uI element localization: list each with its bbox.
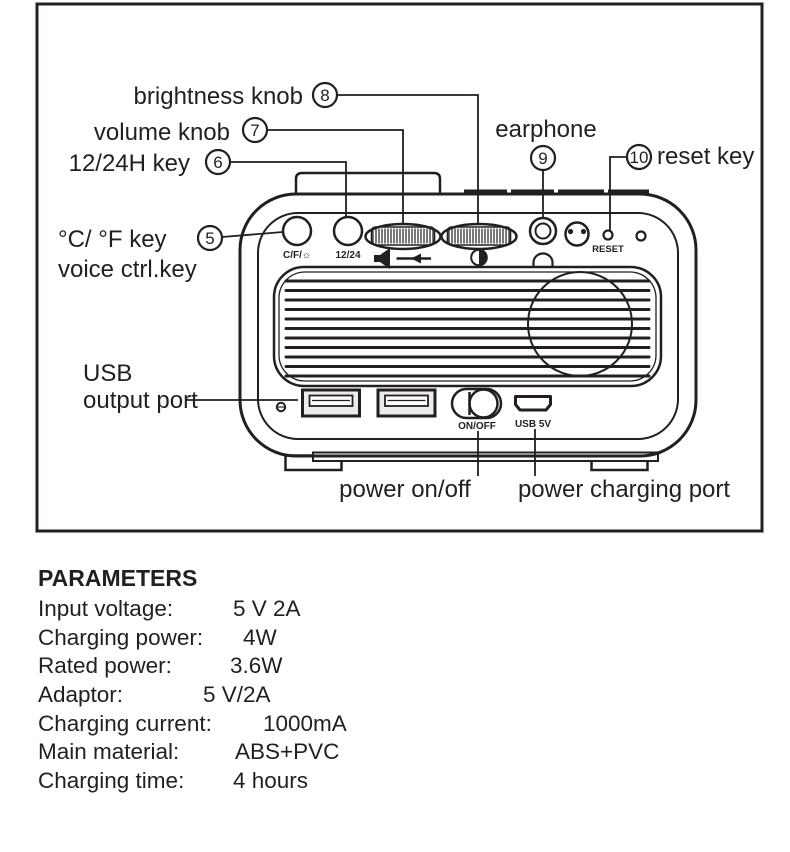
brightness-knob-wheel	[446, 226, 512, 246]
volume-knob-ribs	[372, 228, 434, 244]
param-label: Charging time:	[38, 768, 184, 793]
callout-5-number: 5	[205, 229, 214, 248]
param-label: Charging current:	[38, 711, 212, 736]
h1224-button-label: 12/24	[335, 250, 360, 261]
micro-usb-label: USB 5V	[515, 419, 551, 430]
headphone-icon	[532, 252, 554, 266]
param-value: 4 hours	[233, 768, 308, 793]
param-label: Rated power:	[38, 653, 172, 678]
device-top-protrusion	[294, 171, 442, 195]
cf-voice-button	[281, 215, 313, 247]
earphone-jack-inner	[534, 222, 552, 240]
callout-8: 8	[311, 81, 339, 109]
speaker-cone-circle	[527, 271, 633, 377]
earphone-jack	[528, 216, 558, 246]
callout-5: 5	[196, 224, 224, 252]
usb-port-2	[376, 388, 437, 418]
cf-button-label: C/F/☼	[283, 250, 311, 261]
brightness-knob-ribs	[448, 228, 510, 244]
diagram-frame	[35, 2, 764, 533]
callout-8-number: 8	[320, 86, 329, 105]
param-value: 4W	[243, 625, 278, 650]
param-value: ABS+PVC	[235, 739, 339, 764]
h1224-button	[332, 215, 364, 247]
mic-socket	[564, 221, 590, 247]
parameters-title: PARAMETERS	[38, 565, 197, 591]
callout-9-number: 9	[538, 149, 547, 168]
label-cf-key: °C/ °F key	[58, 226, 167, 253]
param-value: 1000mA	[263, 711, 347, 736]
param-value: 3.6W	[230, 653, 283, 678]
label-power-onoff: power on/off	[339, 476, 471, 503]
label-reset-key: reset key	[657, 143, 754, 170]
param-value: 5 V/2A	[203, 682, 271, 707]
label-power-charging-port: power charging port	[518, 476, 730, 503]
param-label: Main material:	[38, 739, 179, 764]
callout-6-number: 6	[213, 153, 222, 172]
param-label: Adaptor:	[38, 682, 123, 707]
screw-hole	[275, 401, 287, 413]
label-voice-ctrl-key: voice ctrl.key	[58, 256, 197, 283]
param-value: 5 V 2A	[233, 596, 301, 621]
power-switch	[450, 387, 503, 420]
callout-7: 7	[241, 116, 269, 144]
device-front-panel	[257, 212, 679, 440]
parameters-list: Input voltage: 5 V 2A Charging power: 4W…	[38, 596, 347, 793]
speaker-slats	[284, 279, 651, 378]
usb-port-1	[301, 388, 361, 418]
callout-10-number: 10	[630, 148, 649, 167]
speaker-grille	[272, 265, 663, 388]
callout-7-number: 7	[250, 121, 259, 140]
label-brightness-knob: brightness knob	[134, 83, 303, 110]
volume-icon	[374, 248, 431, 269]
reset-hole-label: RESET	[592, 244, 624, 255]
callout-lines	[186, 94, 627, 476]
callout-10: 10	[625, 143, 653, 171]
label-volume-knob: volume knob	[94, 119, 230, 146]
param-label: Charging power:	[38, 625, 203, 650]
label-earphone: earphone	[495, 116, 596, 143]
power-switch-label: ON/OFF	[458, 421, 496, 432]
reset-hole	[602, 229, 614, 241]
label-usb: USB	[83, 360, 132, 387]
volume-knob-wheel	[370, 226, 436, 246]
param-label: Input voltage:	[38, 596, 173, 621]
speaker-grille-inner	[278, 271, 657, 382]
callout-6: 6	[204, 148, 232, 176]
callout-9: 9	[529, 144, 557, 172]
indicator-hole	[635, 230, 647, 242]
label-output-port: output port	[83, 387, 198, 414]
brightness-icon	[470, 248, 488, 267]
micro-usb-port	[514, 395, 552, 412]
label-1224h-key: 12/24H key	[69, 150, 190, 177]
